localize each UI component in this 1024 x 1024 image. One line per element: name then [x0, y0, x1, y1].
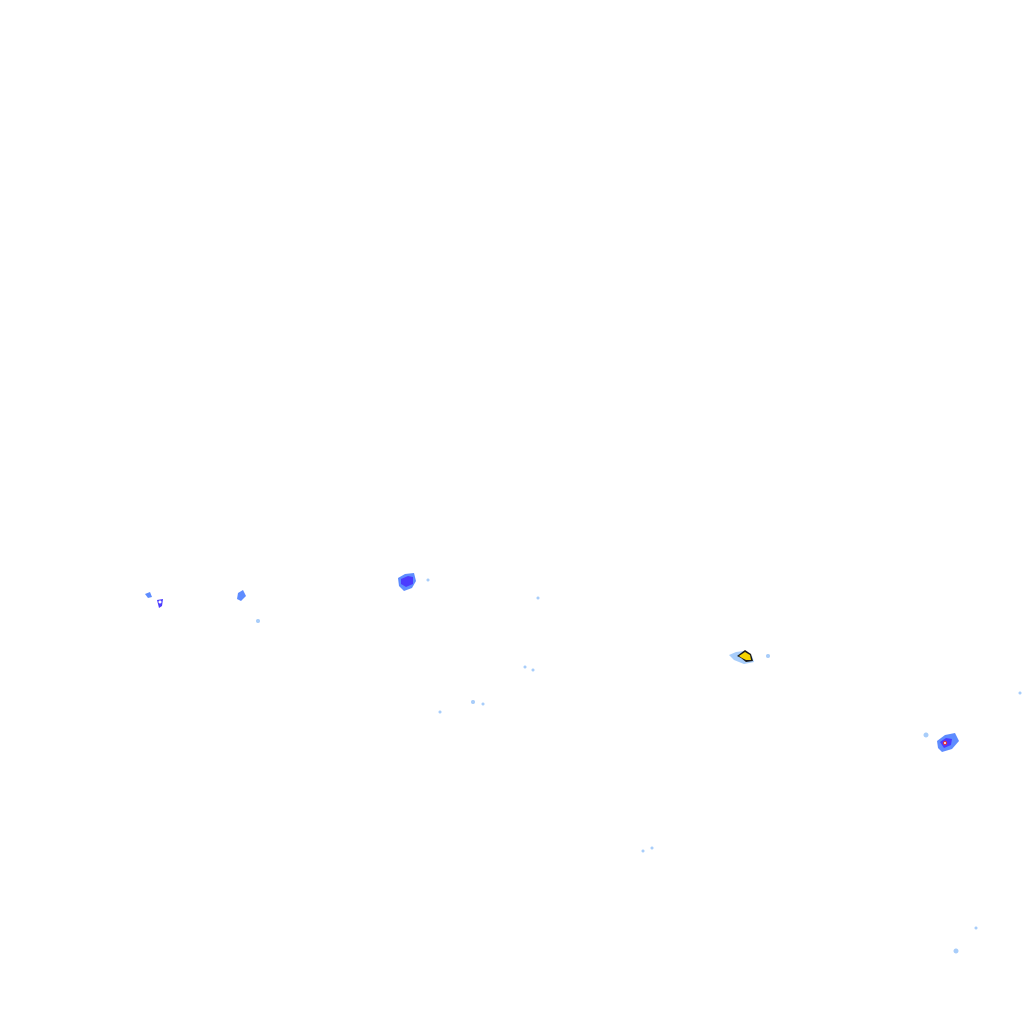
speck — [953, 948, 959, 954]
speck — [923, 732, 929, 738]
cell-yellow-core — [729, 650, 754, 664]
speck — [766, 654, 770, 658]
speck — [974, 926, 978, 930]
cell-west-a-eye — [158, 600, 162, 604]
cell-west-b — [237, 590, 246, 601]
speck — [641, 849, 645, 853]
cell-west-a — [145, 592, 163, 608]
speck — [536, 596, 540, 600]
speck — [1018, 691, 1022, 695]
speck — [481, 702, 485, 706]
speck — [471, 700, 475, 704]
cell-center-north — [398, 573, 416, 591]
speck — [438, 710, 442, 714]
cell-east-eye — [944, 742, 946, 744]
cell-center-north-core — [401, 576, 413, 587]
speck — [650, 846, 654, 850]
speck — [531, 668, 535, 672]
speck — [523, 665, 527, 669]
cell-east — [937, 733, 959, 752]
cell-yellow-fill — [739, 652, 751, 660]
speck — [256, 619, 260, 623]
cell-west-a-body — [145, 592, 152, 598]
light-echo-specks — [256, 578, 1022, 954]
speck — [426, 578, 430, 582]
cell-west-b-body — [237, 590, 246, 601]
